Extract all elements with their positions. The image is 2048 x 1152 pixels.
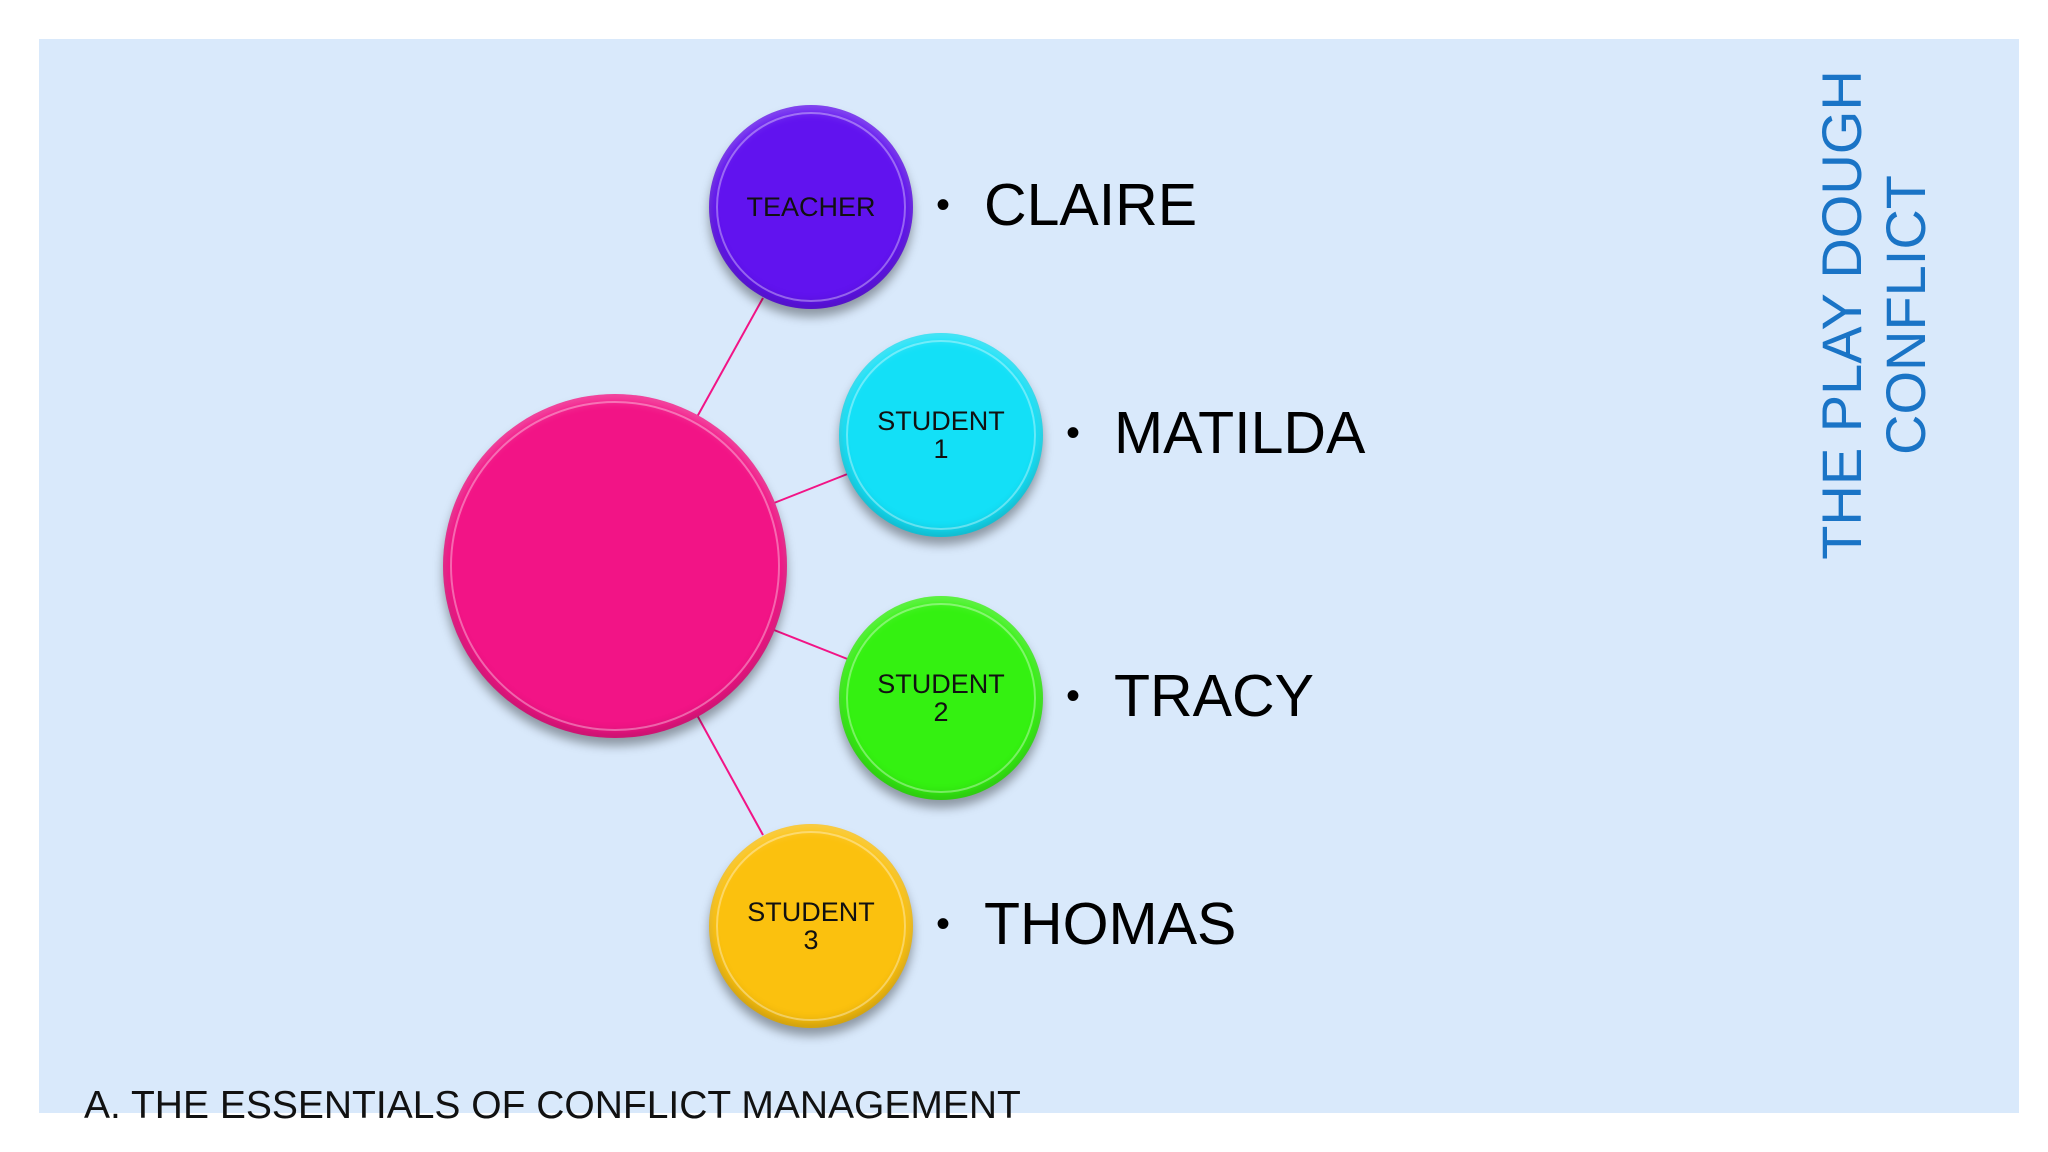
slide-title-line-2: CONFLICT [1874,175,1937,455]
slide-panel [39,39,2019,1113]
bullet-icon: • [1066,673,1081,718]
slide-title-text: THE PLAY DOUGH CONFLICT [1810,50,1938,580]
teacher-node-label: TEACHER [746,192,876,222]
bullet-icon: • [1066,410,1081,455]
bullet-icon: • [936,901,951,946]
student-1-node: STUDENT 1 [839,333,1043,537]
student-1-name-item: • MATILDA [1066,398,1365,468]
slide-footer: A. THE ESSENTIALS OF CONFLICT MANAGEMENT [84,1084,1021,1127]
teacher-name: CLAIRE [984,172,1198,238]
slide-title-line-1: THE PLAY DOUGH [1810,70,1873,560]
connector-student-3 [696,714,764,836]
student-2-name-item: • TRACY [1066,661,1314,731]
teacher-node: TEACHER [709,105,913,309]
student-2-node: STUDENT 2 [839,596,1043,800]
student-3-name-item: • THOMAS [936,889,1236,959]
bullet-icon: • [936,182,951,227]
student-2-name: TRACY [1114,663,1314,729]
student-2-node-label: STUDENT 2 [877,669,1005,727]
student-1-name: MATILDA [1114,400,1366,466]
student-3-node-label: STUDENT 3 [747,897,875,955]
student-1-node-label: STUDENT 1 [877,406,1005,464]
slide-title: THE PLAY DOUGH CONFLICT [1810,50,1940,580]
student-3-name: THOMAS [984,891,1237,957]
connector-student-2 [773,629,851,661]
student-3-node: STUDENT 3 [709,824,913,1028]
connector-student-1 [773,472,851,504]
hub-circle [443,394,787,738]
hub-ring [450,401,780,731]
connector-teacher [696,297,764,418]
teacher-name-item: • CLAIRE [936,170,1197,240]
